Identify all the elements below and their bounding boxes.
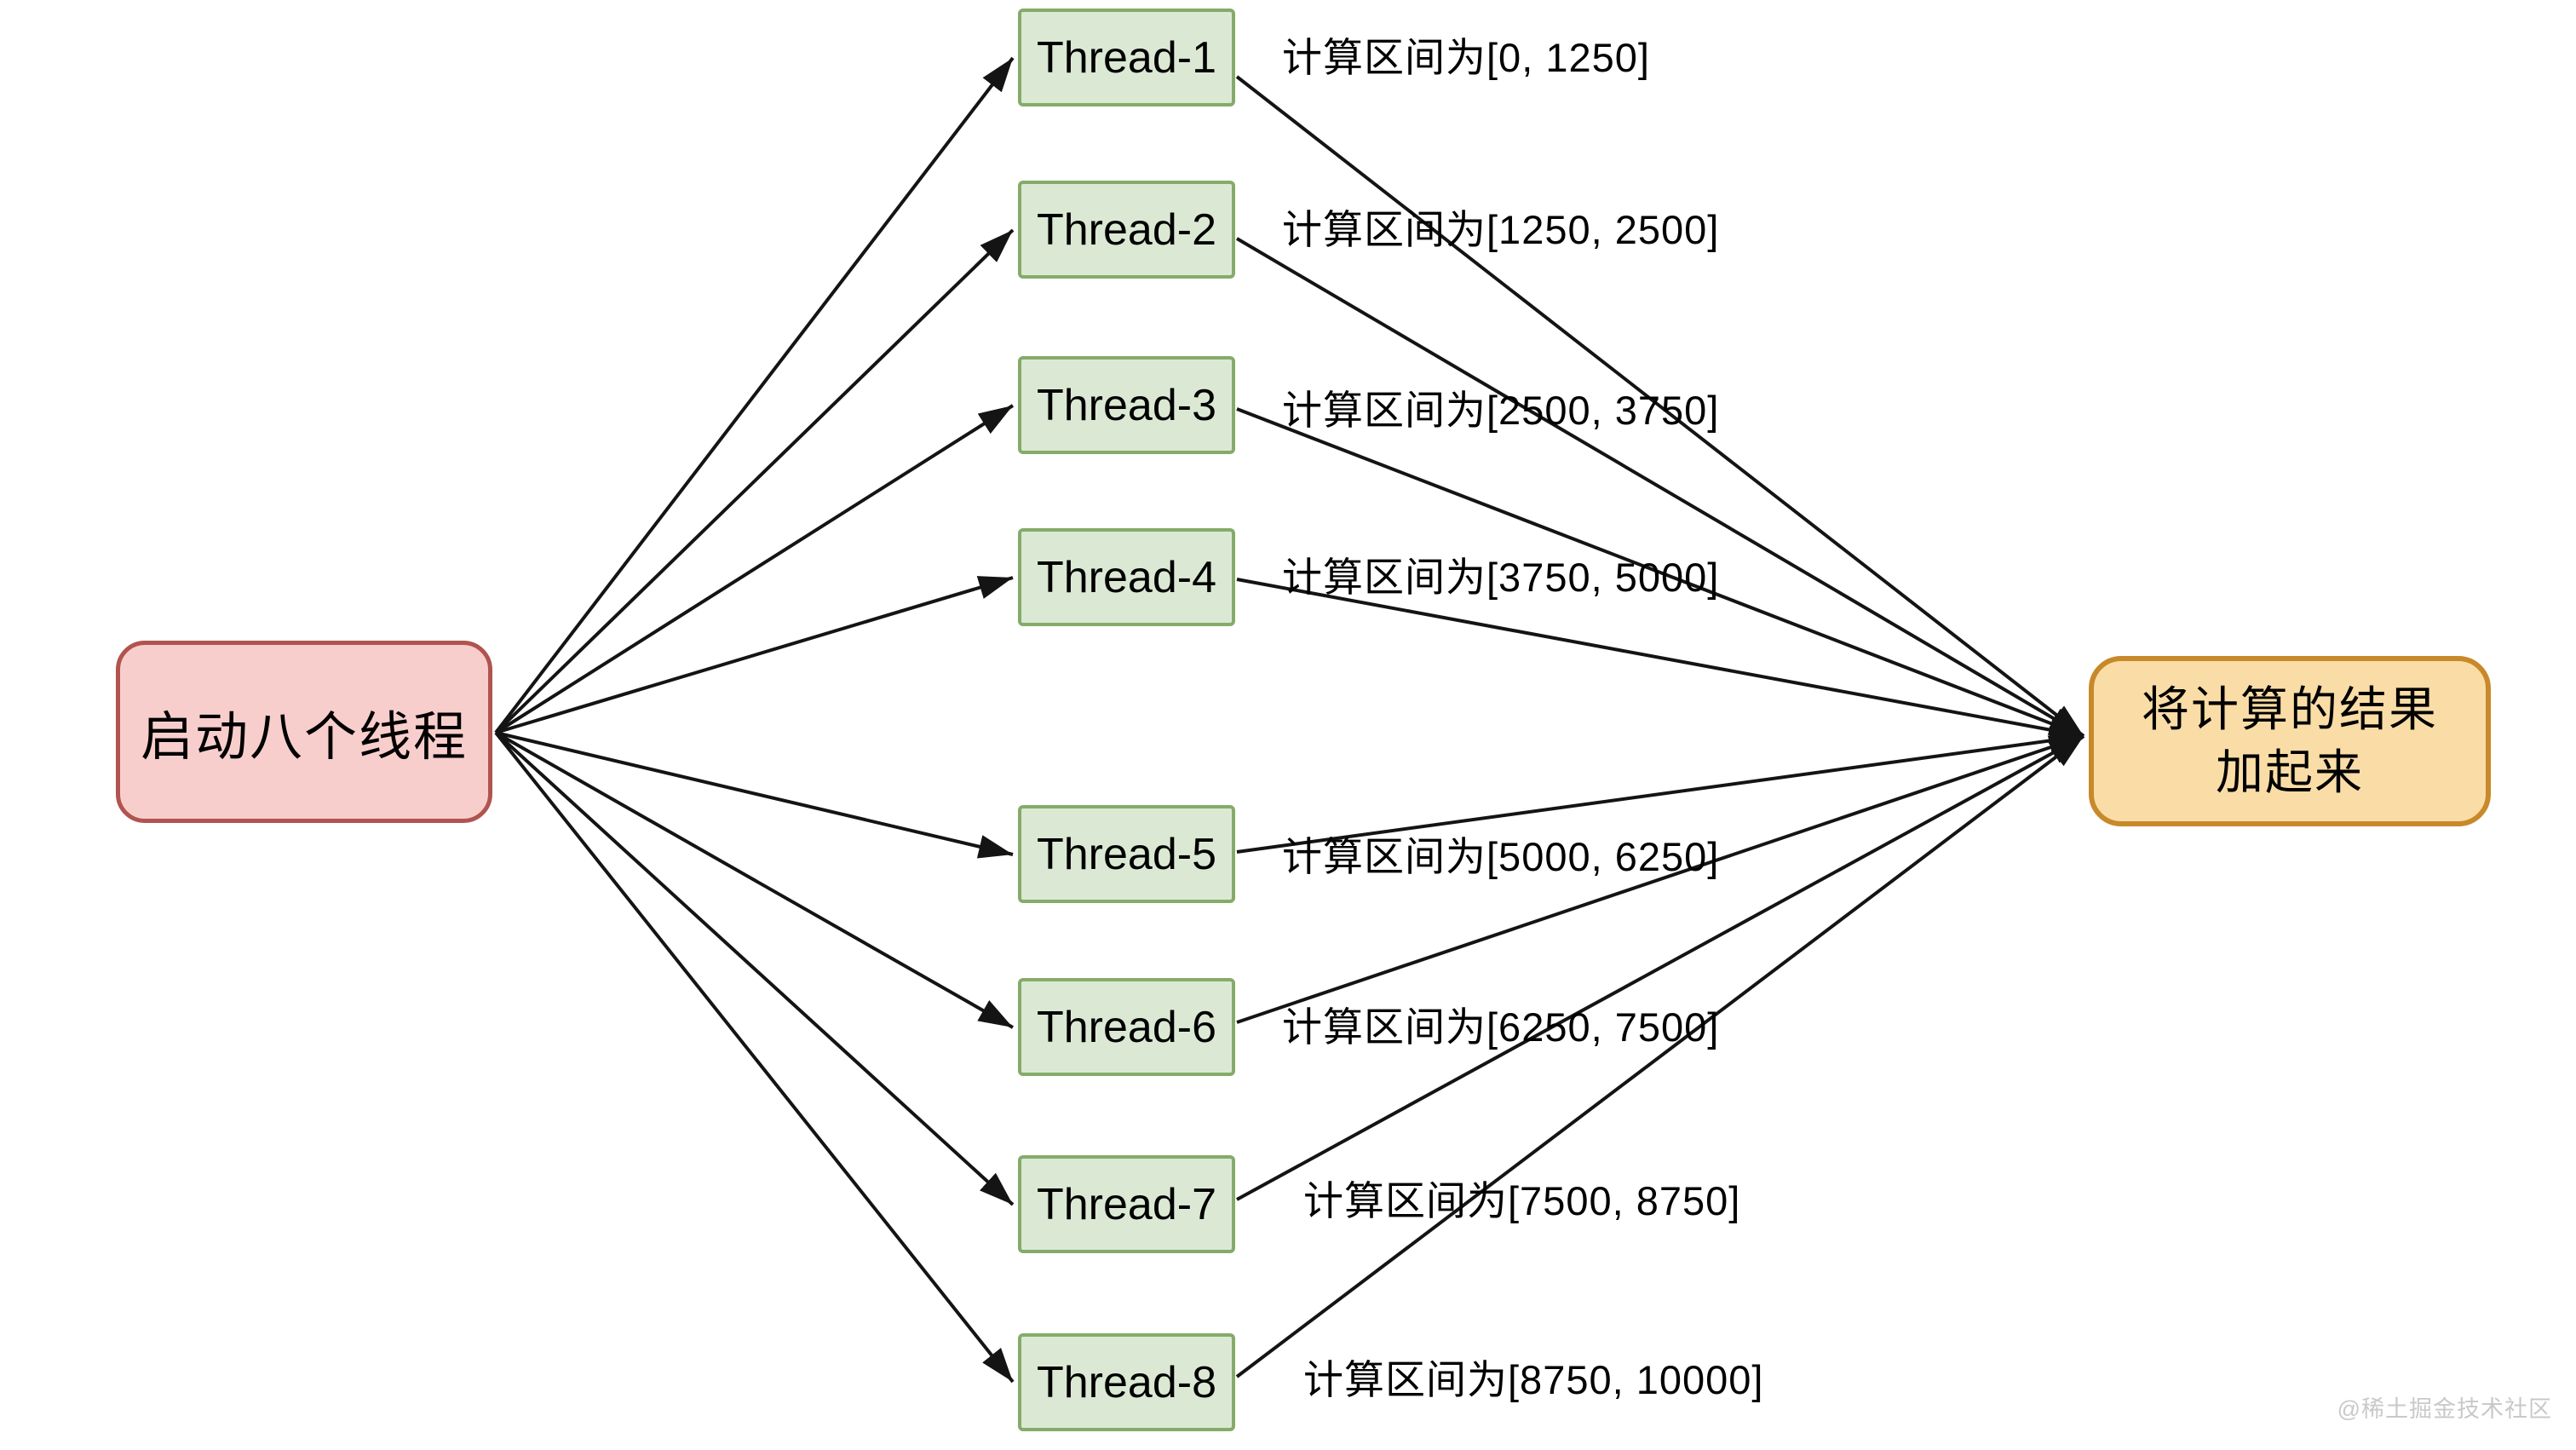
- thread-range-label-4: 计算区间为[3750, 5000]: [1282, 555, 1720, 600]
- source-node: 启动八个线程: [116, 641, 492, 823]
- edge-source-to-thread-7: [494, 731, 1015, 1206]
- edge-thread-5-to-sink: [1236, 728, 2084, 854]
- edge-source-to-thread-4: [495, 576, 1014, 734]
- thread-label: Thread-2: [1037, 204, 1216, 255]
- thread-node-4: Thread-4: [1018, 528, 1235, 626]
- edge-thread-7-to-sink: [1236, 734, 2084, 1201]
- thread-range-label-5: 计算区间为[5000, 6250]: [1282, 834, 1720, 879]
- thread-node-5: Thread-5: [1018, 805, 1235, 903]
- edge-source-to-thread-8: [494, 731, 1015, 1384]
- edge-source-to-thread-3: [494, 404, 1015, 734]
- thread-label: Thread-4: [1037, 552, 1216, 602]
- edge-thread-3-to-sink: [1236, 407, 2084, 738]
- thread-label: Thread-7: [1037, 1179, 1216, 1229]
- edge-thread-1-to-sink: [1235, 75, 2085, 738]
- thread-label: Thread-6: [1037, 1002, 1216, 1052]
- thread-node-8: Thread-8: [1018, 1333, 1235, 1431]
- thread-range-label-6: 计算区间为[6250, 7500]: [1282, 1004, 1720, 1050]
- thread-node-3: Thread-3: [1018, 356, 1235, 454]
- sink-label-line-2: 加起来: [2216, 745, 2364, 799]
- edge-source-to-thread-6: [495, 731, 1014, 1029]
- edge-source-to-thread-1: [494, 56, 1015, 734]
- source-label: 启动八个线程: [140, 708, 468, 767]
- edge-source-to-thread-5: [495, 731, 1014, 859]
- edge-thread-2-to-sink: [1235, 237, 2085, 738]
- sink-label-line-1: 将计算的结果: [2142, 682, 2438, 736]
- sink-node: 将计算的结果 加起来: [2089, 656, 2491, 826]
- edge-source-to-thread-2: [494, 228, 1015, 734]
- edge-thread-6-to-sink: [1236, 734, 2084, 1024]
- thread-label: Thread-3: [1037, 380, 1216, 430]
- thread-label: Thread-5: [1037, 829, 1216, 879]
- thread-label: Thread-8: [1037, 1357, 1216, 1407]
- thread-node-2: Thread-2: [1018, 181, 1235, 279]
- fan-out-edges: [494, 56, 1015, 1384]
- thread-range-label-1: 计算区间为[0, 1250]: [1282, 35, 1650, 80]
- watermark: @稀土掘金技术社区: [2337, 1396, 2552, 1422]
- thread-range-label-2: 计算区间为[1250, 2500]: [1282, 207, 1720, 252]
- thread-range-label-3: 计算区间为[2500, 3750]: [1282, 388, 1720, 433]
- thread-node-1: Thread-1: [1018, 9, 1235, 106]
- thread-node-6: Thread-6: [1018, 978, 1235, 1076]
- edge-thread-4-to-sink: [1236, 578, 2084, 742]
- thread-range-label-8: 计算区间为[8750, 10000]: [1303, 1357, 1764, 1402]
- fan-in-edges: [1235, 75, 2085, 1378]
- thread-node-7: Thread-7: [1018, 1155, 1235, 1253]
- thread-label: Thread-1: [1037, 32, 1216, 83]
- thread-range-label-7: 计算区间为[7500, 8750]: [1303, 1178, 1741, 1223]
- edge-thread-8-to-sink: [1235, 734, 2085, 1378]
